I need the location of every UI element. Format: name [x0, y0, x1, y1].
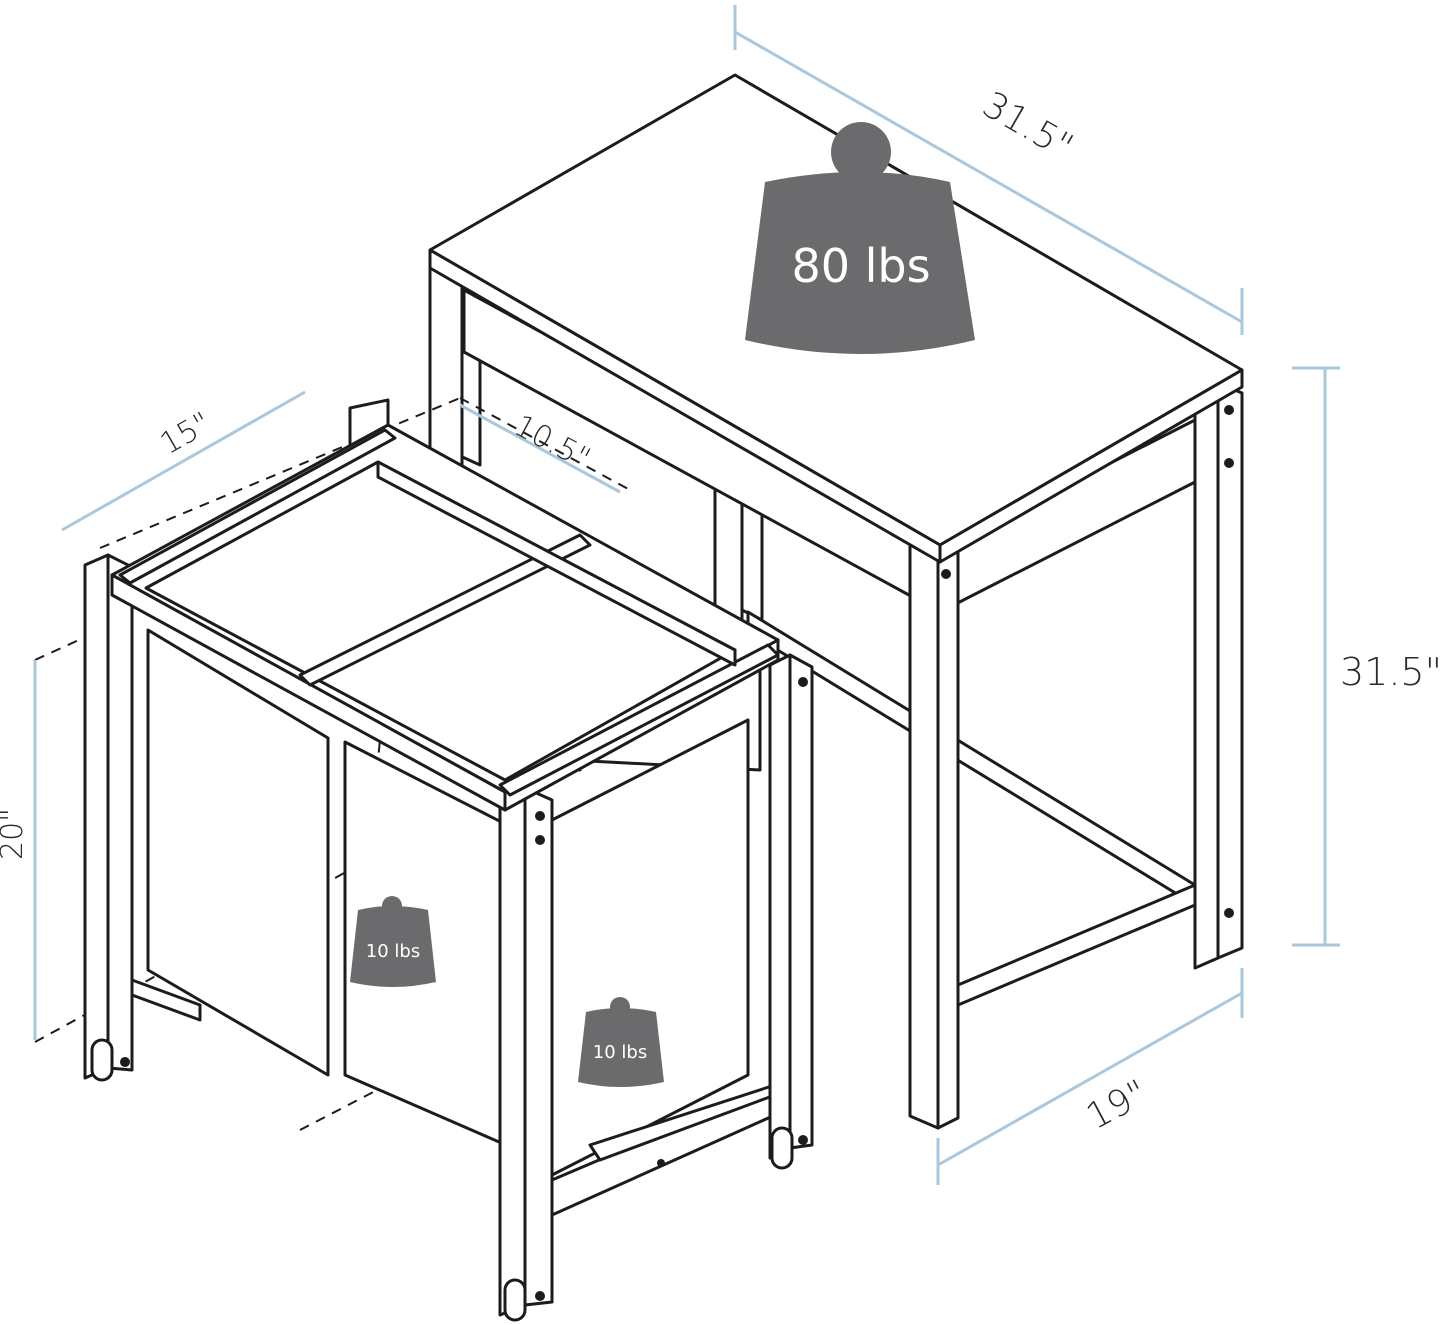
left-bag-weight-label: 10 lbs — [366, 941, 420, 962]
side-table — [428, 73, 1244, 1130]
bag-rod-middle — [298, 533, 592, 687]
table-weight-icon: 80 lbs — [745, 122, 975, 354]
bag-rod-front — [498, 643, 780, 797]
wheel-right — [770, 1126, 794, 1170]
hamper-left-post — [106, 553, 134, 1072]
table-front-left-leg — [428, 263, 464, 472]
table-height-label: 31.5" — [1340, 650, 1442, 694]
wheel-front — [503, 1278, 527, 1322]
hamper-left-post-side — [83, 553, 110, 1080]
hamper-front-post — [523, 786, 554, 1307]
hamper-height-label: 20" — [0, 808, 30, 860]
table-top-side-edge — [938, 368, 1244, 564]
right-bag-weight-icon: 10 lbs — [578, 997, 664, 1087]
left-bag-weight-icon: 10 lbs — [350, 896, 436, 987]
laundry-hamper — [83, 398, 814, 1322]
hamper-front-post-side — [498, 786, 527, 1317]
bag-rod-back — [118, 428, 397, 585]
bag-front-left — [146, 628, 330, 1077]
table-front-corner-leg — [908, 543, 940, 1130]
table-back-right-leg-side — [1216, 381, 1244, 960]
table-depth-line — [937, 991, 1243, 1167]
table-front-corner-leg-side — [936, 546, 960, 1130]
hamper-right-post-side — [768, 653, 792, 1160]
right-bag-weight-label: 10 lbs — [593, 1042, 647, 1063]
table-back-right-leg — [1193, 381, 1220, 970]
wheel-left — [90, 1038, 114, 1082]
hamper-width-line — [61, 390, 306, 532]
table-weight-label: 80 lbs — [791, 239, 930, 293]
dimension-lines — [33, 5, 1340, 1185]
table-width-line — [734, 30, 1243, 324]
hamper-right-post — [788, 653, 814, 1150]
hamper-screws — [120, 677, 808, 1301]
hamper-depth-line — [459, 403, 621, 494]
table-screws — [941, 405, 1234, 918]
